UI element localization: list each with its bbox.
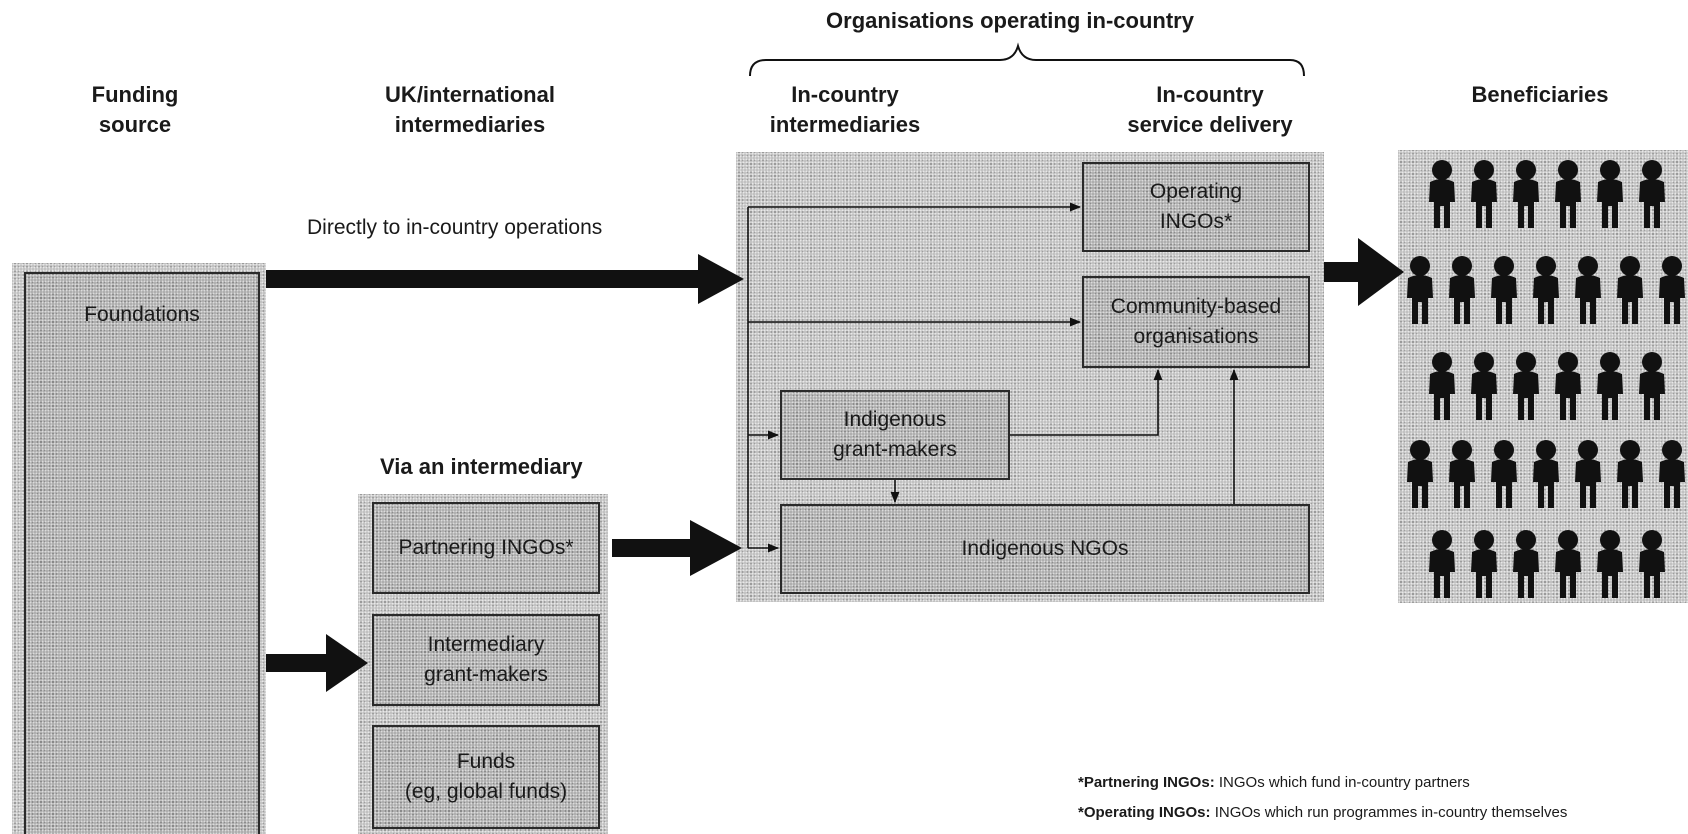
footnote-partnering-text: INGOs which fund in-country partners [1214, 774, 1470, 791]
person-icon [1407, 440, 1433, 508]
person-icon [1639, 352, 1665, 420]
label-via-intermediary: Via an intermediary [380, 454, 583, 479]
person-icon [1429, 530, 1455, 598]
footnote-partnering-term: *Partnering INGOs: [1078, 774, 1215, 791]
person-icon [1659, 256, 1685, 324]
person-icon [1471, 160, 1497, 228]
person-icon [1407, 256, 1433, 324]
partnering-ingos-box: Partnering INGOs* [372, 502, 600, 594]
indigenous-grant-makers-box: Indigenous grant-makers [780, 390, 1010, 480]
person-icon [1533, 256, 1559, 324]
person-icon [1575, 256, 1601, 324]
intermediary-grant-makers-box: Intermediary grant-makers [372, 614, 600, 706]
community-based-organisations-box: Community-based organisations [1082, 276, 1310, 368]
person-icon [1449, 440, 1475, 508]
person-icon [1617, 440, 1643, 508]
person-icon [1513, 160, 1539, 228]
beneficiaries-arrow-head [1358, 238, 1404, 306]
person-icon [1575, 440, 1601, 508]
person-icon [1597, 160, 1623, 228]
partnering-arrow-shaft [612, 539, 696, 557]
footnote-operating: *Operating INGOs: INGOs which run progra… [1078, 798, 1567, 828]
in-country-brace [749, 42, 1305, 77]
person-icon [1471, 530, 1497, 598]
person-icon [1533, 440, 1559, 508]
operating-ingos-box: Operating INGOs* [1082, 162, 1310, 252]
header-funding-source: Funding source [91, 82, 179, 137]
person-icon [1429, 352, 1455, 420]
indigenous-ngos-box: Indigenous NGOs [780, 504, 1310, 594]
beneficiaries-arrow-shaft [1324, 262, 1364, 282]
person-icon [1659, 440, 1685, 508]
intermediary-grant-makers-label: Intermediary grant-makers [424, 633, 548, 686]
connector-grant-makers-to-cbo [1010, 368, 1163, 436]
partnering-ingos-label: Partnering INGOs* [398, 536, 574, 559]
person-icon [1491, 256, 1517, 324]
foundations-label: Foundations [84, 303, 200, 326]
person-icon [1491, 440, 1517, 508]
operating-ingos-label: Operating INGOs* [1149, 180, 1243, 233]
footnote-partnering: *Partnering INGOs: INGOs which fund in-c… [1078, 768, 1470, 798]
footnote-operating-text: INGOs which run programmes in-country th… [1210, 804, 1568, 821]
person-icon [1597, 352, 1623, 420]
person-icon [1513, 352, 1539, 420]
community-based-organisations-label: Community-based organisations [1110, 295, 1282, 348]
header-in-country-intermediaries: In-country intermediaries [769, 82, 921, 137]
uk-arrow-head [326, 634, 368, 692]
foundations-box: Foundations [24, 272, 260, 834]
person-icon [1555, 160, 1581, 228]
header-beneficiaries: Beneficiaries [1471, 82, 1609, 107]
indigenous-ngos-label: Indigenous NGOs [961, 537, 1129, 560]
partnering-arrow-head [690, 520, 742, 576]
funds-box: Funds (eg, global funds) [372, 725, 600, 829]
header-in-country-service-delivery: In-country service delivery [1127, 82, 1293, 137]
uk-arrow-shaft [266, 654, 330, 672]
footnote-operating-term: *Operating INGOs: [1078, 804, 1211, 821]
person-icon [1639, 160, 1665, 228]
person-icon [1617, 256, 1643, 324]
person-icon [1513, 530, 1539, 598]
header-uk-intermediaries: UK/international intermediaries [385, 82, 555, 137]
funds-label: Funds (eg, global funds) [404, 750, 568, 803]
person-icon [1555, 530, 1581, 598]
person-icon [1429, 160, 1455, 228]
label-direct-flow: Directly to in-country operations [307, 216, 603, 239]
header-organisations-in-country: Organisations operating in-country [826, 8, 1194, 33]
indigenous-grant-makers-label: Indigenous grant-makers [833, 408, 957, 461]
person-icon [1449, 256, 1475, 324]
direct-arrow-shaft [266, 270, 702, 288]
person-icon [1471, 352, 1497, 420]
person-icon [1597, 530, 1623, 598]
person-icon [1639, 530, 1665, 598]
direct-arrow-head [698, 254, 744, 304]
person-icon [1555, 352, 1581, 420]
